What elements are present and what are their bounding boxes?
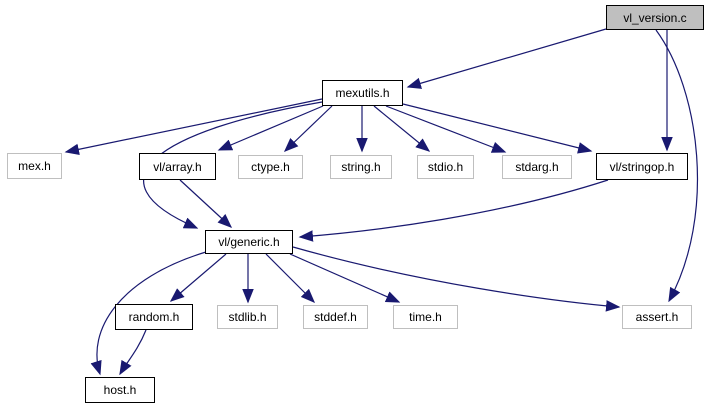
node-label: vl/array.h	[153, 159, 202, 174]
node-label: stdio.h	[427, 160, 464, 174]
node-vl-generic-h[interactable]: vl/generic.h	[205, 230, 293, 254]
node-label: ctype.h	[251, 160, 290, 174]
edge-vl_generic-to-time	[289, 253, 401, 303]
node-label: time.h	[409, 310, 442, 324]
edge-vl_version-to-mexutils	[406, 28, 607, 89]
edge-mexutils-to-mex	[64, 98, 323, 156]
edge-vl_stringop-to-vl_generic	[298, 179, 609, 242]
node-mexutils-h[interactable]: mexutils.h	[322, 80, 403, 106]
node-label: stdarg.h	[515, 160, 559, 174]
node-host-h[interactable]: host.h	[85, 377, 155, 403]
edge-mexutils-to-stdarg	[385, 105, 507, 153]
node-assert-h: assert.h	[622, 305, 692, 329]
edge-mexutils-to-stdio	[373, 105, 431, 152]
edge-mexutils-to-ctype	[283, 105, 333, 152]
node-label: mex.h	[18, 159, 51, 173]
node-vl_version-c: vl_version.c	[606, 5, 704, 30]
node-ctype-h: ctype.h	[238, 155, 303, 179]
node-label: stddef.h	[314, 310, 357, 324]
node-label: vl/generic.h	[218, 235, 280, 249]
node-label: vl/stringop.h	[609, 159, 675, 174]
edge-vl_array-to-vl_generic	[179, 179, 233, 228]
node-mex-h: mex.h	[7, 153, 62, 179]
node-string-h: string.h	[330, 155, 392, 179]
node-vl-stringop-h[interactable]: vl/stringop.h	[596, 153, 688, 180]
node-label: host.h	[103, 383, 137, 397]
edge-vl_generic-to-stddef	[265, 253, 316, 304]
node-label: string.h	[341, 160, 381, 174]
edge-mexutils-to-vl_stringop	[402, 103, 593, 154]
node-stdio-h: stdio.h	[417, 155, 474, 179]
node-label: mexutils.h	[335, 86, 390, 100]
node-label: random.h	[128, 310, 180, 324]
node-label: vl_version.c	[623, 10, 687, 25]
edge-vl_generic-to-random	[169, 253, 227, 302]
edge-mexutils-to-vl_array	[217, 105, 324, 151]
node-label: assert.h	[635, 310, 679, 324]
node-stdarg-h: stdarg.h	[502, 155, 572, 179]
edge-vl_generic-to-assert	[292, 246, 621, 312]
node-vl-array-h[interactable]: vl/array.h	[139, 153, 216, 180]
edge-vl_version-to-assert	[655, 29, 699, 303]
node-stdlib-h: stdlib.h	[217, 305, 278, 329]
node-stddef-h: stddef.h	[303, 305, 368, 329]
node-label: stdlib.h	[228, 310, 267, 324]
node-time-h: time.h	[393, 305, 458, 329]
edge-random-to-host	[119, 329, 147, 376]
node-random-h[interactable]: random.h	[115, 304, 193, 330]
